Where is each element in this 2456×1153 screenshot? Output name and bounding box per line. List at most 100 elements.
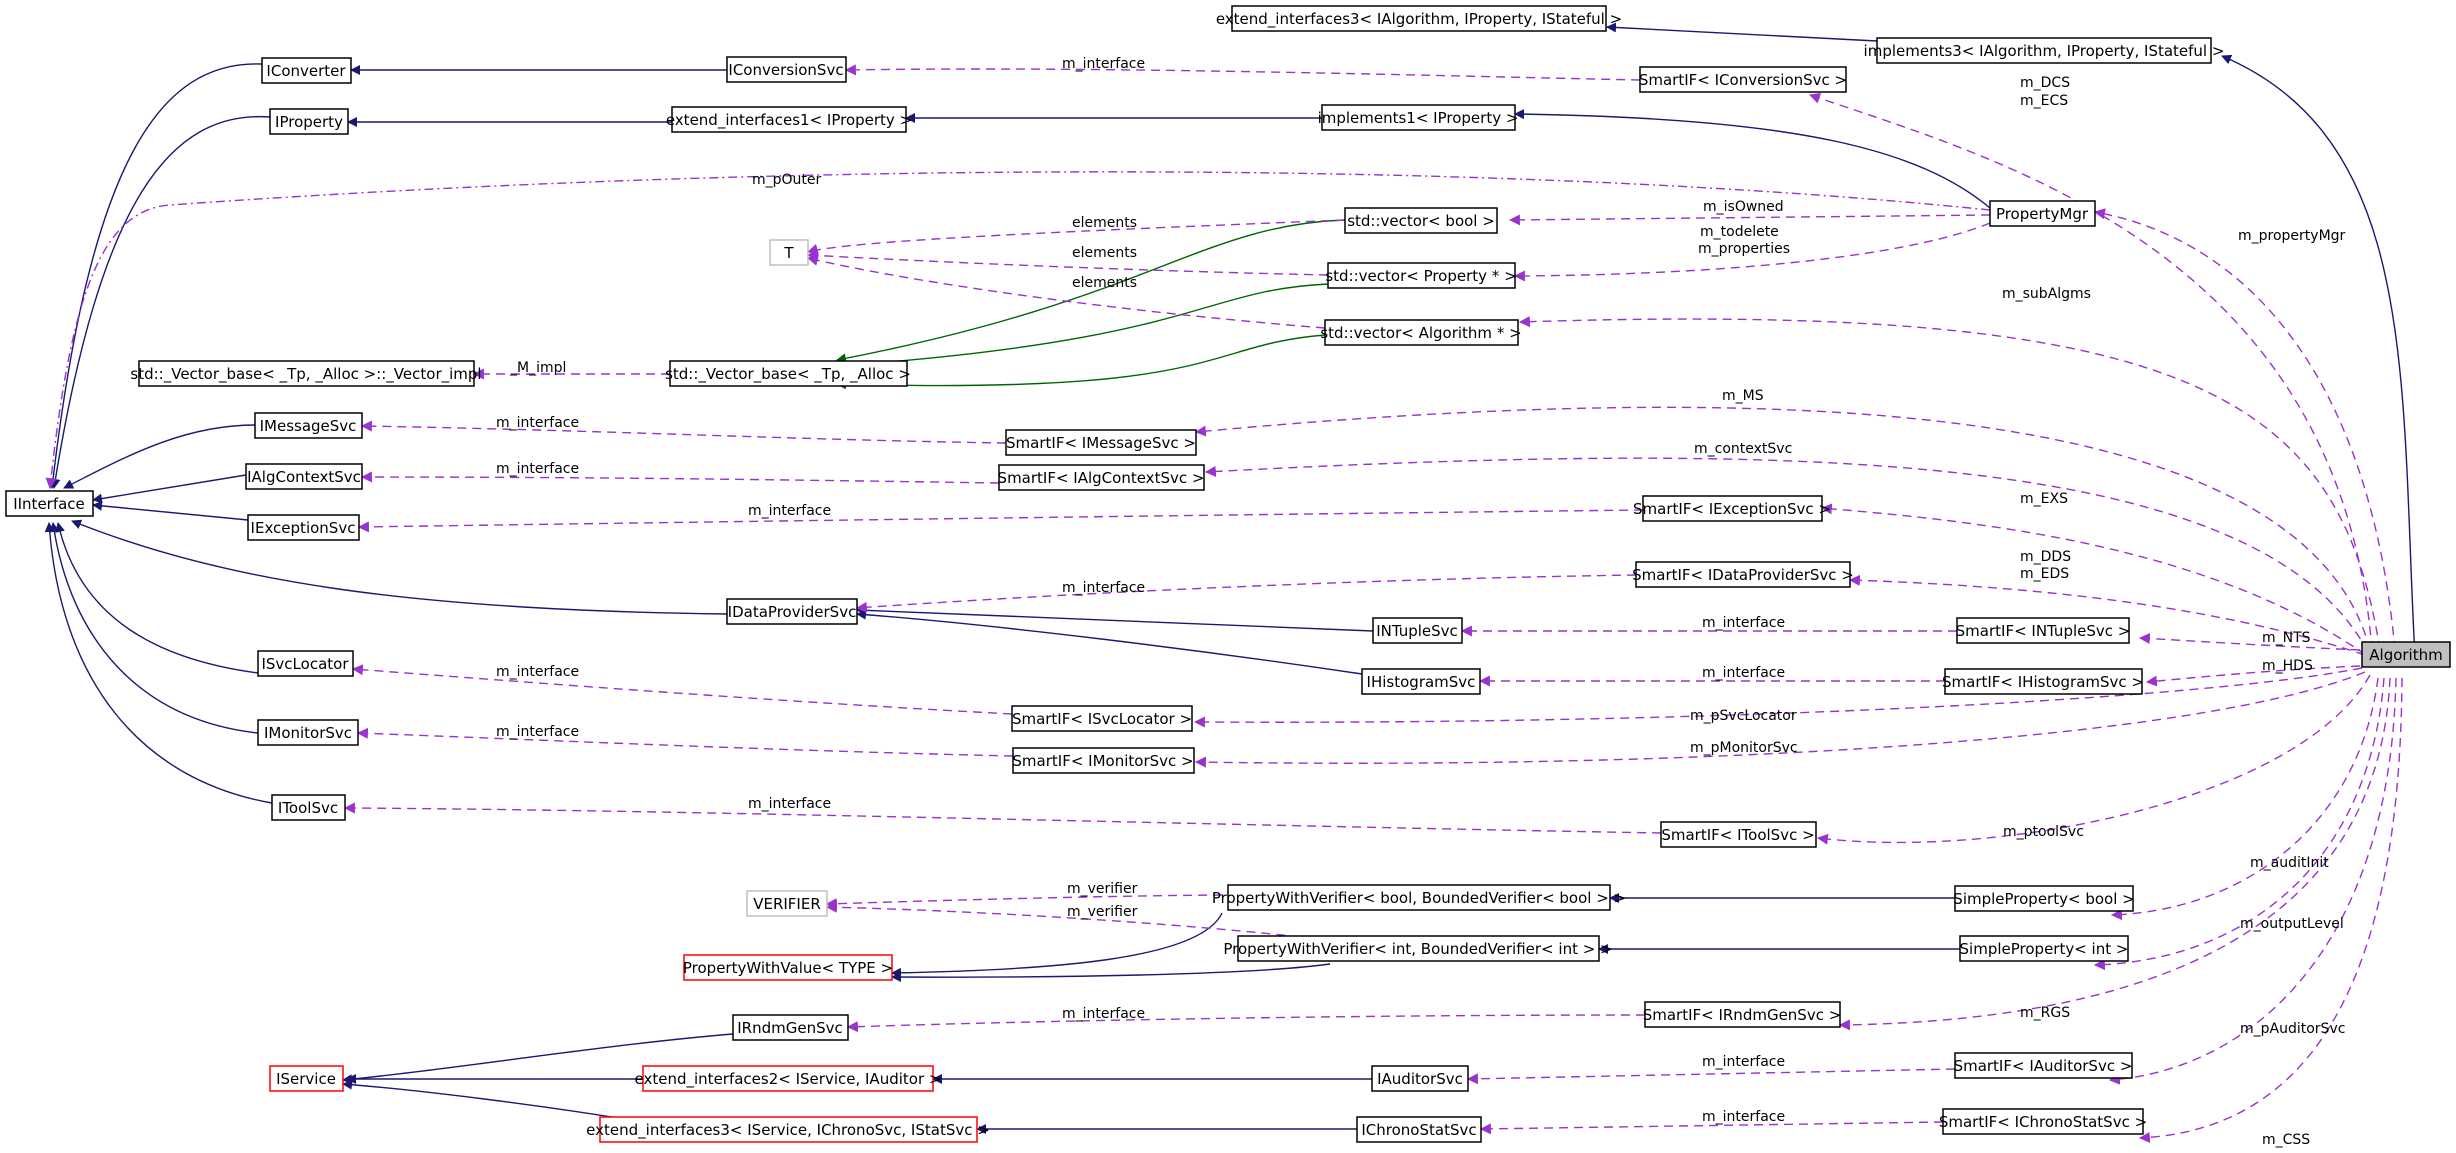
node-smartif-iexceptionsvc[interactable]: SmartIF< IExceptionSvc >	[1633, 495, 1831, 522]
node-verifier[interactable]: VERIFIER	[746, 890, 828, 917]
node-std-vector-algorithm[interactable]: std::vector< Algorithm * >	[1320, 319, 1522, 346]
edge-algorithm-sm-intuple	[2138, 633, 2361, 651]
node-iinterface[interactable]: IInterface	[5, 490, 94, 517]
node-simpleproperty-bool[interactable]: SimpleProperty< bool >	[1953, 885, 2135, 912]
edge-label: m_MS	[1722, 388, 1764, 404]
node-ialgcontextsvc[interactable]: IAlgContextSvc	[245, 463, 363, 490]
svg-text:SmartIF< INTupleSvc >: SmartIF< INTupleSvc >	[1956, 622, 2131, 640]
edge-sm-isvclocator-isvclocator	[351, 664, 1013, 715]
svg-text:PropertyWithVerifier< int, Bou: PropertyWithVerifier< int, BoundedVerifi…	[1223, 940, 1612, 958]
edge-label: m_interface	[1702, 615, 1785, 631]
node-intuplesvc[interactable]: INTupleSvc	[1372, 617, 1463, 644]
node-smartif-idataprovidersvc[interactable]: SmartIF< IDataProviderSvc >	[1632, 561, 1854, 588]
edge-label: m_EDS	[2020, 566, 2069, 582]
node-smartif-imessagesvc[interactable]: SmartIF< IMessageSvc >	[1005, 429, 1197, 456]
edge-algorithm-sm-idataprovider	[1848, 574, 2366, 656]
svg-text:SmartIF< IHistogramSvc >: SmartIF< IHistogramSvc >	[1942, 673, 2144, 691]
node-smartif-irndmgensvc[interactable]: SmartIF< IRndmGenSvc >	[1643, 1001, 1842, 1028]
svg-text:VERIFIER: VERIFIER	[753, 895, 821, 913]
node-vector-base-impl[interactable]: std::_Vector_base< _Tp, _Alloc >::_Vecto…	[130, 360, 482, 387]
svg-text:PropertyWithValue< TYPE >: PropertyWithValue< TYPE >	[683, 959, 893, 977]
node-extend-interfaces3-iservice[interactable]: extend_interfaces3< IService, IChronoSvc…	[586, 1116, 990, 1143]
node-vector-base[interactable]: std::_Vector_base< _Tp, _Alloc >	[665, 360, 911, 387]
svg-text:PropertyWithVerifier< bool, Bo: PropertyWithVerifier< bool, BoundedVerif…	[1212, 889, 1626, 907]
edge-label: m_contextSvc	[1694, 441, 1792, 457]
edge-algorithm-sm-iexception	[1820, 503, 2367, 656]
node-ihistogramsvc[interactable]: IHistogramSvc	[1361, 668, 1481, 695]
node-algorithm[interactable]: Algorithm	[2361, 641, 2451, 668]
node-implements3-ialgorithm[interactable]: implements3< IAlgorithm, IProperty, ISta…	[1864, 37, 2225, 64]
node-propertymgr[interactable]: PropertyMgr	[1989, 200, 2096, 227]
node-itoolsvc[interactable]: IToolSvc	[271, 794, 346, 821]
svg-text:SmartIF< IExceptionSvc >: SmartIF< IExceptionSvc >	[1633, 500, 1831, 518]
node-propertywithvalue[interactable]: PropertyWithValue< TYPE >	[683, 954, 893, 981]
node-iservice[interactable]: IService	[269, 1065, 344, 1092]
edge-label: m_interface	[1062, 1006, 1145, 1022]
svg-text:implements3< IAlgorithm, IProp: implements3< IAlgorithm, IProperty, ISta…	[1864, 42, 2225, 60]
edge-label: m_DCS	[2020, 75, 2070, 91]
node-extend-interfaces1-iproperty[interactable]: extend_interfaces1< IProperty >	[666, 106, 912, 133]
node-iconversionsvc[interactable]: IConversionSvc	[726, 56, 847, 83]
edge-sm-ialgcontext-ialgcontextsvc	[360, 471, 1000, 484]
edge-label: m_interface	[1702, 1109, 1785, 1125]
node-iproperty[interactable]: IProperty	[269, 108, 349, 135]
node-propertywithverifier-bool[interactable]: PropertyWithVerifier< bool, BoundedVerif…	[1212, 884, 1626, 911]
edge-label: m_HDS	[2262, 658, 2313, 674]
node-simpleproperty-int[interactable]: SimpleProperty< int >	[1959, 935, 2129, 962]
node-std-vector-bool[interactable]: std::vector< bool >	[1344, 207, 1498, 234]
node-smartif-ihistogramsvc[interactable]: SmartIF< IHistogramSvc >	[1942, 668, 2144, 695]
node-extend-interfaces3-ialgorithm[interactable]: extend_interfaces3< IAlgorithm, IPropert…	[1216, 5, 1622, 32]
node-smartif-ichronostatsvc[interactable]: SmartIF< IChronoStatSvc >	[1939, 1108, 2147, 1135]
node-isvclocator[interactable]: ISvcLocator	[257, 650, 354, 677]
node-smartif-iauditorsvc[interactable]: SmartIF< IAuditorSvc >	[1954, 1052, 2133, 1079]
edge-label: m_interface	[1062, 580, 1145, 596]
node-t[interactable]: T	[769, 239, 809, 266]
svg-text:PropertyMgr: PropertyMgr	[1996, 205, 2089, 223]
svg-text:implements1< IProperty >: implements1< IProperty >	[1318, 109, 1519, 127]
edge-algorithm-sm-itool	[1816, 674, 2371, 845]
svg-text:IExceptionSvc: IExceptionSvc	[251, 519, 356, 537]
edge-label: m_pOuter	[752, 172, 822, 188]
node-ichronostatsvc[interactable]: IChronoStatSvc	[1356, 1116, 1482, 1143]
svg-text:IConverter: IConverter	[266, 62, 346, 80]
edge-intuplesvc-idataprovidersvc	[856, 605, 1374, 632]
node-irndmgensvc[interactable]: IRndmGenSvc	[732, 1014, 849, 1041]
node-smartif-itoolsvc[interactable]: SmartIF< IToolSvc >	[1660, 821, 1817, 848]
edge-iconverter-iinterface	[48, 63, 263, 489]
node-implements1-iproperty[interactable]: implements1< IProperty >	[1318, 104, 1519, 131]
edge-algorithm-sm-imonitor	[1194, 671, 2366, 768]
node-smartif-isvclocator[interactable]: SmartIF< ISvcLocator >	[1011, 705, 1193, 732]
edge-vec-prop-vbase	[836, 283, 1329, 371]
node-imonitorsvc[interactable]: IMonitorSvc	[257, 719, 359, 746]
svg-text:std::_Vector_base< _Tp, _Alloc: std::_Vector_base< _Tp, _Alloc >::_Vecto…	[130, 365, 481, 384]
edge-ihistogramsvc-idataprovidersvc	[856, 609, 1363, 675]
edge-label: m_CSS	[2262, 1132, 2310, 1148]
node-smartif-imonitorsvc[interactable]: SmartIF< IMonitorSvc >	[1012, 747, 1195, 774]
svg-text:extend_interfaces3< IAlgorithm: extend_interfaces3< IAlgorithm, IPropert…	[1216, 10, 1622, 29]
svg-text:ISvcLocator: ISvcLocator	[261, 655, 349, 673]
node-std-vector-property[interactable]: std::vector< Property * >	[1325, 262, 1517, 289]
svg-text:SimpleProperty< int >: SimpleProperty< int >	[1960, 940, 2129, 958]
node-extend-interfaces2-iservice[interactable]: extend_interfaces2< IService, IAuditor >	[635, 1065, 942, 1092]
svg-text:std::vector< bool >: std::vector< bool >	[1347, 212, 1495, 230]
edge-algorithm-sm-isvclocator	[1193, 667, 2363, 728]
edge-imonitorsvc-iinterface	[49, 522, 259, 734]
edge-pwv-bool-pwvalue	[891, 912, 1223, 978]
node-iauditorsvc[interactable]: IAuditorSvc	[1371, 1065, 1469, 1092]
node-propertywithverifier-int[interactable]: PropertyWithVerifier< int, BoundedVerifi…	[1223, 935, 1613, 962]
node-iexceptionsvc[interactable]: IExceptionSvc	[247, 514, 360, 541]
edge-label: m_NTS	[2262, 630, 2311, 646]
node-smartif-iconversionsvc[interactable]: SmartIF< IConversionSvc >	[1639, 66, 1847, 93]
edge-propertymgr-impl1	[1514, 109, 1991, 209]
node-imessagesvc[interactable]: IMessageSvc	[254, 412, 363, 439]
node-iconverter[interactable]: IConverter	[261, 57, 352, 84]
node-idataprovidersvc[interactable]: IDataProviderSvc	[726, 598, 858, 625]
edge-sm-imonitor-imonitorsvc	[356, 727, 1014, 757]
edge-label: m_propertyMgr	[2238, 228, 2346, 244]
node-smartif-ialgcontextsvc[interactable]: SmartIF< IAlgContextSvc >	[998, 464, 1205, 491]
edge-label: m_interface	[496, 664, 579, 680]
svg-text:IProperty: IProperty	[275, 113, 343, 131]
node-smartif-intuplesvc[interactable]: SmartIF< INTupleSvc >	[1956, 617, 2131, 644]
edge-algorithm-sm-ialgcontext	[1204, 457, 2369, 653]
svg-text:IHistogramSvc: IHistogramSvc	[1367, 673, 1476, 691]
